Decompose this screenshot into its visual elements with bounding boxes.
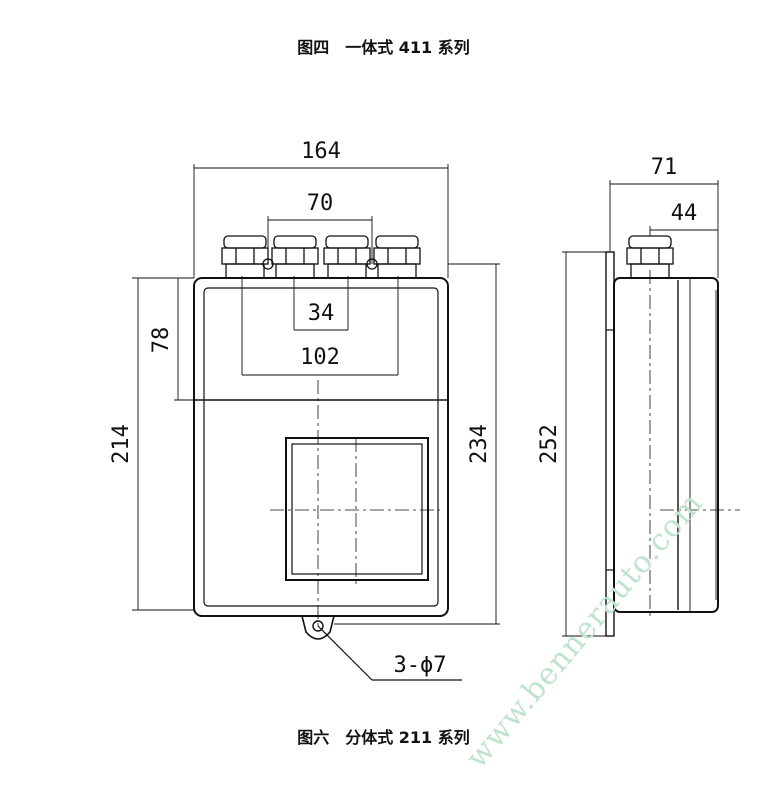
cable-gland: [323, 235, 371, 279]
dim-side-depth-71: 71: [651, 155, 678, 180]
cable-gland: [271, 235, 319, 279]
front-body-inner: [203, 287, 439, 607]
front-body-outline: [193, 277, 449, 617]
dim-overall-width: 164: [301, 139, 341, 164]
dim-hole-callout: 3-ϕ7: [394, 653, 447, 678]
dim-upper-78: 78: [149, 327, 174, 354]
front-dimension-lines: [132, 164, 500, 625]
mounting-tab: [301, 615, 335, 640]
front-view: [193, 277, 462, 681]
cable-gland-side: [626, 235, 674, 279]
cable-gland: [373, 235, 421, 279]
cable-glands-front: [221, 235, 421, 279]
dim-height-234: 234: [467, 424, 492, 464]
dim-gland-span: 70: [307, 191, 334, 216]
dim-inner-102: 102: [300, 345, 340, 370]
dim-side-gland-44: 44: [671, 201, 698, 226]
dim-body-214: 214: [109, 424, 134, 464]
cable-gland: [221, 235, 269, 279]
hole-leader-line: [317, 625, 373, 681]
display-window: [285, 437, 429, 581]
display-window-inner: [291, 443, 423, 575]
figure-caption-bottom: 图六 分体式 211 系列: [297, 728, 470, 747]
dim-inner-34: 34: [308, 301, 335, 326]
side-dimension-lines: [562, 180, 719, 637]
figure-caption-top: 图四 一体式 411 系列: [297, 38, 470, 57]
dim-side-252: 252: [537, 424, 562, 464]
mounting-hole: [312, 620, 324, 632]
